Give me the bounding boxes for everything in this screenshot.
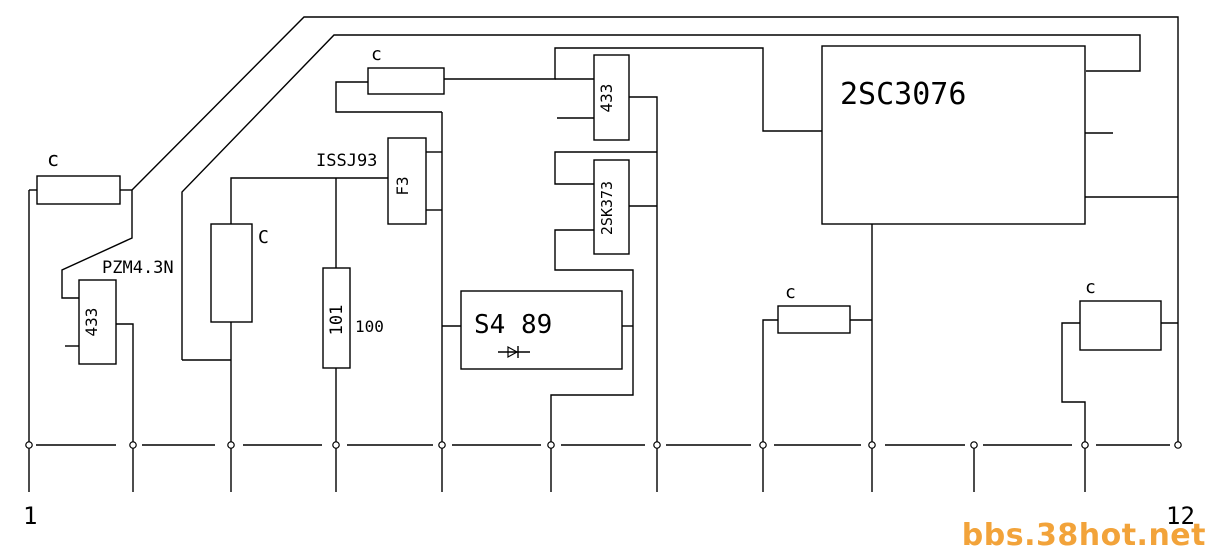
capacitor-c-right bbox=[1079, 300, 1162, 351]
component-f3 bbox=[387, 137, 427, 225]
left-section: c PZM4.3N 433 bbox=[28, 147, 174, 445]
transistor-2sk373-label: 2SK373 bbox=[598, 181, 616, 235]
ic-433-top-label: 433 bbox=[597, 84, 616, 113]
ic-433-top bbox=[593, 54, 630, 141]
pzm-label: PZM4.3N bbox=[102, 258, 174, 278]
capacitor-c-mid-label: C bbox=[258, 227, 269, 248]
resistor-c-right bbox=[777, 305, 851, 334]
pin-12-label: 12 bbox=[1166, 502, 1195, 530]
pin-10 bbox=[970, 441, 978, 449]
capacitor-c-mid bbox=[210, 223, 253, 323]
ic-433-left bbox=[78, 279, 117, 365]
ic-section: 2SC3076 bbox=[821, 45, 1178, 445]
resistor-101-value: 100 bbox=[355, 317, 384, 336]
resistor-c-top bbox=[367, 67, 445, 95]
resistor-101-label: 101 bbox=[327, 305, 347, 336]
pin-4 bbox=[332, 441, 340, 449]
s489-section: S4 89 bbox=[460, 290, 633, 370]
transistor-2sk373 bbox=[593, 159, 630, 255]
ic-2sc3076-label: 2SC3076 bbox=[840, 77, 966, 112]
pin-11 bbox=[1081, 441, 1089, 449]
pin-6 bbox=[547, 441, 555, 449]
pin-3 bbox=[227, 441, 235, 449]
top-wires bbox=[131, 16, 1179, 445]
ic-2sc3076 bbox=[821, 45, 1086, 225]
ic-433-left-label: 433 bbox=[82, 308, 101, 337]
resistor-c-top-label: c bbox=[371, 44, 382, 65]
pin-7 bbox=[653, 441, 661, 449]
pin-8 bbox=[759, 441, 767, 449]
resistor-c-left-label: c bbox=[47, 147, 59, 171]
pin-1 bbox=[25, 441, 33, 449]
f3-label: F3 bbox=[393, 176, 412, 195]
pin-2 bbox=[129, 441, 137, 449]
resistor-c-right-label: c bbox=[785, 282, 796, 303]
capacitor-c-right-label: c bbox=[1085, 277, 1096, 298]
right-section: c c bbox=[762, 277, 1178, 445]
connector-bus: 1 12 bbox=[23, 441, 1195, 530]
f3-section: ISSJ93 F3 101 100 bbox=[316, 81, 461, 445]
diode-icon bbox=[498, 345, 530, 359]
transistor-section: 433 2SK373 bbox=[550, 54, 658, 445]
s489-label: S4 89 bbox=[474, 310, 552, 340]
watermark-text: bbs.38hot.net bbox=[961, 518, 1206, 553]
resistor-c-left bbox=[36, 175, 121, 205]
pin-5 bbox=[438, 441, 446, 449]
component-s489 bbox=[460, 290, 623, 370]
pin-12 bbox=[1174, 441, 1182, 449]
iss-label: ISSJ93 bbox=[316, 151, 377, 171]
pin-9 bbox=[868, 441, 876, 449]
cap-c-section: C bbox=[182, 177, 388, 445]
pin-1-label: 1 bbox=[23, 502, 37, 530]
top-resistor-section: c bbox=[367, 44, 822, 132]
